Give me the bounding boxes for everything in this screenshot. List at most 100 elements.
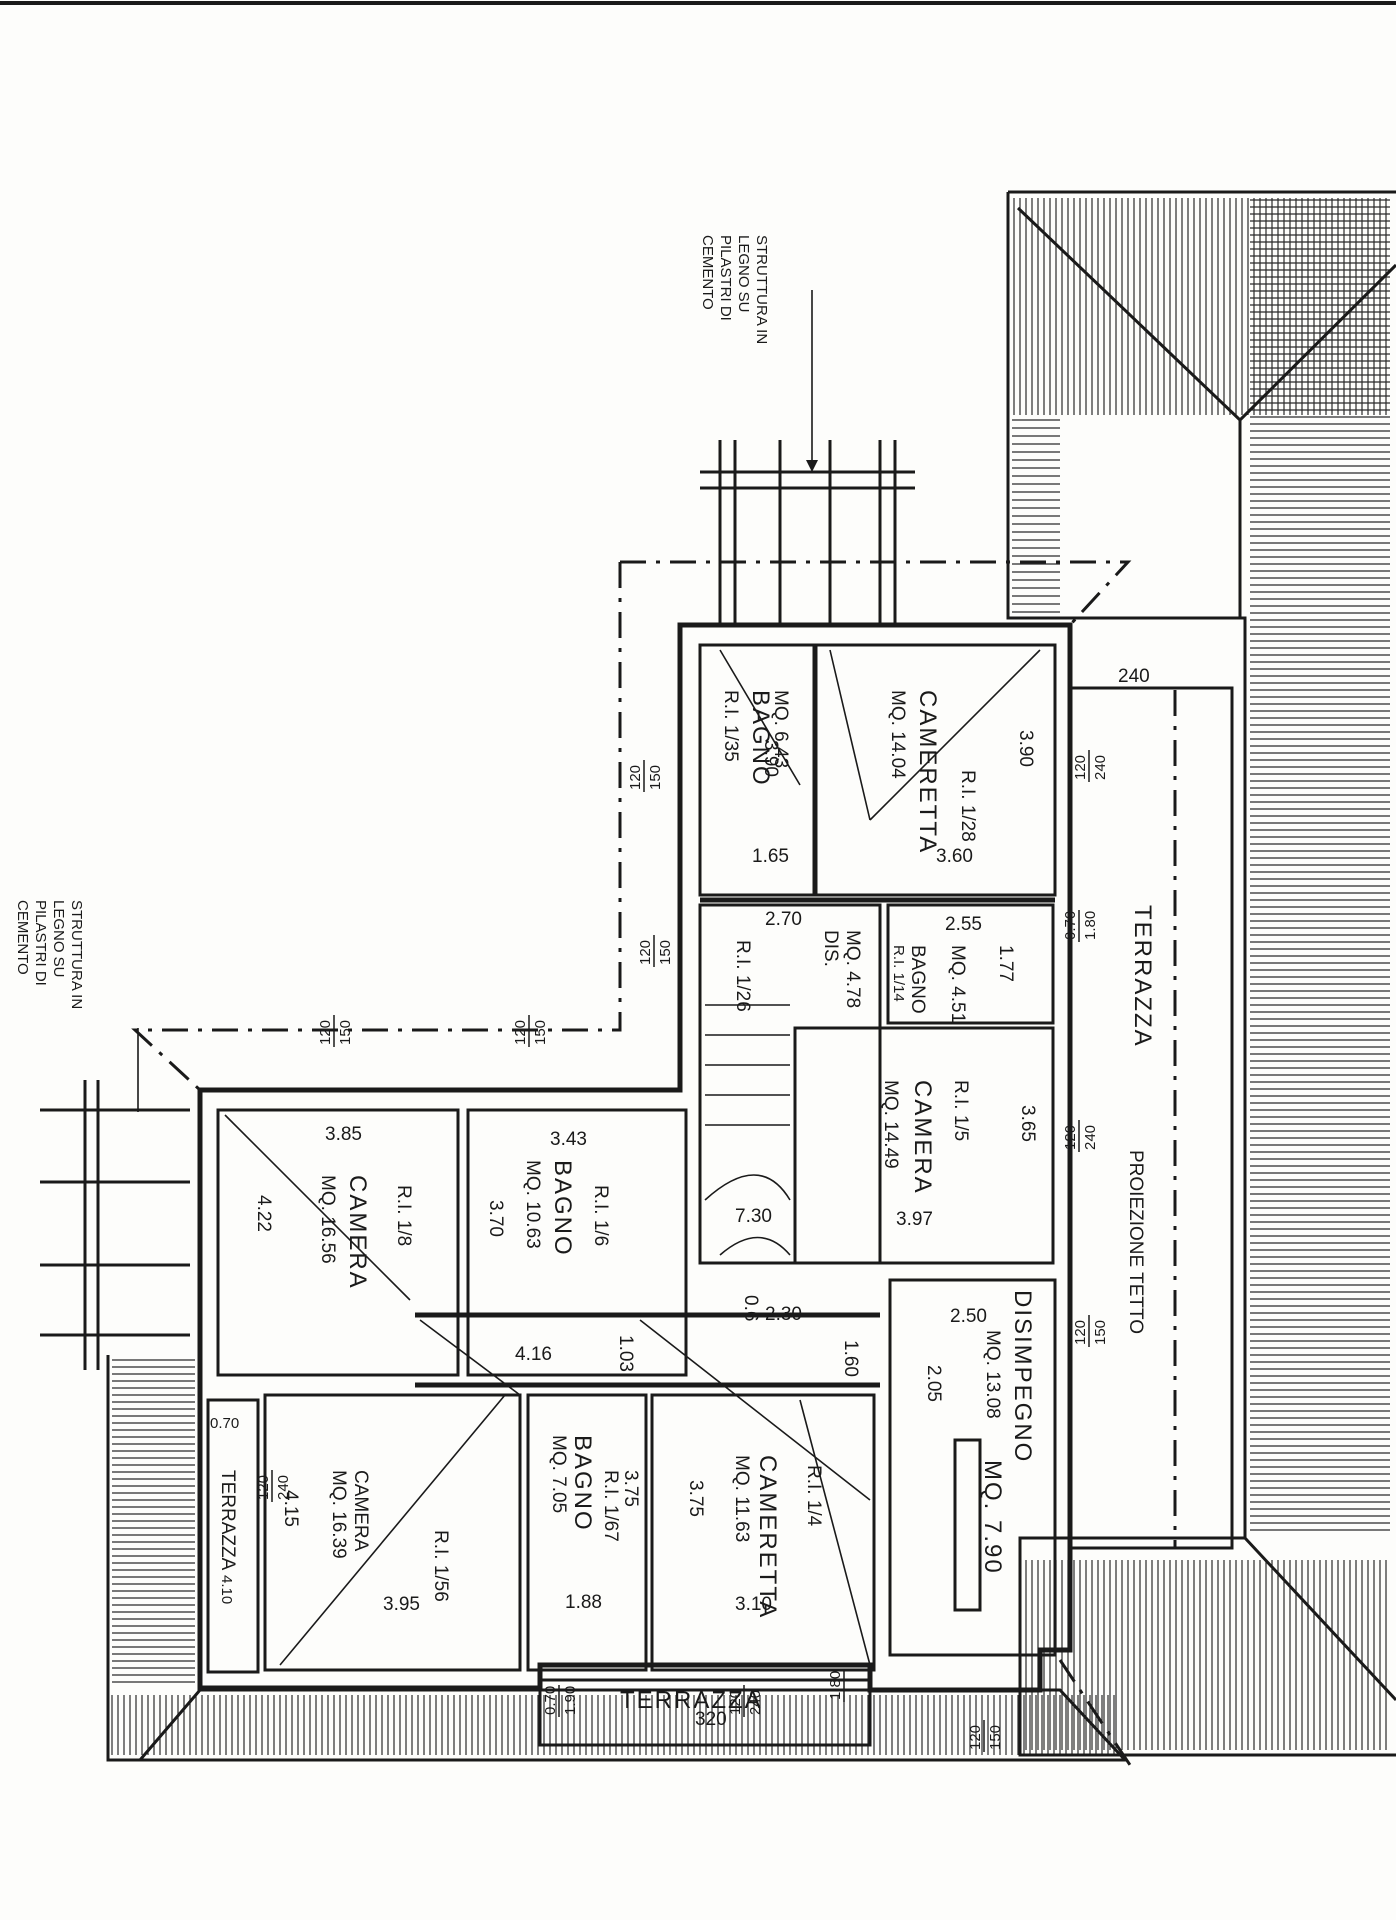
room-name: CAMERA [909,1080,936,1195]
opening-top: 120 [967,1725,984,1750]
opening-bottom: 240 [747,1690,764,1715]
room-name: CAMERETTA [914,690,941,854]
room-ri: R.I. 1/4 [803,1465,824,1527]
note-line: LEGNO SU [50,900,67,978]
opening-bottom: 150 [657,940,674,965]
projection-line-left [131,562,622,1092]
svg-text:1.03: 1.03 [615,1335,636,1372]
room-mq: MQ. 7.05 [548,1435,569,1513]
staircase [704,1004,791,1256]
terrace-left-dim-a: 0.70 [210,1415,239,1432]
bagno2-frame [886,903,1055,1025]
dim-corridor-length: 4.16 [515,1344,552,1365]
svg-text:4.15: 4.15 [280,1490,301,1527]
room-camera-2: CAMERA MQ. 16.56 R.I. 1/8 [317,1175,414,1290]
room-ri: R.I. 1/28 [957,770,978,842]
dim-bagno4-width: 1.88 [565,1592,602,1613]
opening-top: 120 [1072,755,1089,780]
room-ri: R.I. 1/67 [600,1470,621,1542]
dim-camera1-width: 3.97 [896,1209,933,1230]
room-name: BAGNO [569,1435,596,1532]
room-dis: DIS. MQ. 4.78 R.I. 1/26 [732,930,863,1012]
roof-ridge-bottom [1243,1536,1396,1702]
terrace-right-label: TERRAZZA [1129,905,1156,1048]
room-camera-3: CAMERA MQ. 16.39 R.I. 1/56 [328,1470,451,1602]
opening-top: 120 [637,940,654,965]
room-name: BAGNO [549,1160,576,1257]
dim-bagno3-depth: 3.70 [485,1200,506,1237]
dim-corridor-c: 2.30 [765,1304,802,1325]
room-ri: R.I. 1/26 [732,940,753,1012]
room-camera-1: CAMERA MQ. 14.49 R.I. 1/5 [880,1080,971,1195]
opening-top: 120 [1072,1320,1089,1345]
opening-top: 120 [627,765,644,790]
svg-text:3.65: 3.65 [1017,1105,1038,1142]
room-ri: R.I. 1/56 [430,1530,451,1602]
room-bagno-4: BAGNO MQ. 7.05 R.I. 1/67 [548,1435,621,1542]
opening-bottom: 1.90 [562,1686,579,1715]
room-mq: MQ. 11.63 [731,1455,752,1542]
room-name: CAMERA [350,1470,371,1552]
dim-camera2-depth: 4.22 [253,1195,274,1232]
bagno4-frame [526,1393,648,1672]
svg-text:3.90: 3.90 [760,740,781,777]
opening-bottom: 150 [337,1020,354,1045]
dim-corridor-width: 1.03 [615,1335,636,1372]
cameretta2-frame [650,1393,876,1672]
room-name: DISIMPEGNO [1009,1290,1036,1463]
room-ri: R.I. 1/6 [590,1185,611,1246]
roof-hatch-right [1250,199,1390,1531]
room-mq: MQ. 4.78 [842,930,863,1008]
room-bagno-3: BAGNO MQ. 10.63 R.I. 1/6 [522,1160,611,1257]
opening-top: 120 [727,1690,744,1715]
disimpegno-closet [953,1438,982,1612]
room-cameretta-2: CAMERETTA MQ. 11.63 R.I. 1/4 [731,1455,824,1619]
dim-corridor-d: 0.6 [740,1295,761,1321]
structure-columns-top [700,290,915,625]
roof-hatch-bottom-right [1025,1560,1387,1750]
dim-camera3-width: 3.95 [383,1594,420,1615]
room-name: BAGNO [747,690,774,787]
room-cameretta-1: CAMERETTA MQ. 14.04 R.I. 1/28 [887,690,978,854]
dim-cameretta1-depth: 3.90 [1015,730,1036,767]
dim-bagno1-depth: 3.90 [760,740,781,777]
svg-text:4.22: 4.22 [253,1195,274,1232]
room-ri: R.I. 1/8 [393,1185,414,1246]
opening-bottom: 150 [987,1725,1004,1750]
dim-bagno2-depth: 1.77 [995,945,1016,982]
svg-text:3.90: 3.90 [1015,730,1036,767]
svg-text:1.60: 1.60 [840,1340,861,1377]
terrace-left-dim-b: 4.10 [218,1575,235,1604]
svg-text:TERRAZZA: TERRAZZA [1129,905,1156,1048]
dim-camera1-depth: 3.65 [1017,1105,1038,1142]
camera1-frame [793,1026,1055,1265]
note-line: CEMENTO [699,235,716,310]
room-mq: MQ. 16.56 [317,1175,338,1264]
note-line: CEMENTO [14,900,31,975]
opening-bottom: 240 [275,1475,292,1500]
note-line: LEGNO SU [735,235,752,313]
stair-dis-frame [698,903,882,1265]
room-bagno-2: BAGNO R.I. 1/14 MQ. 4.51 1.77 [890,945,1016,1023]
terrace-right-outline [1068,686,1234,1550]
room-name: CAMERA [344,1175,371,1290]
room-disimpegno: DISIMPEGNO MQ. 13.08 [982,1290,1036,1463]
opening-top: 120 [317,1020,334,1045]
terrace-bottom-dim: 320 [695,1709,727,1730]
roof-hatch-top-right [1012,198,1387,613]
dim-cameretta2-width: 3.10 [735,1594,772,1615]
dim-camera2-width: 3.85 [325,1124,362,1145]
svg-text:3.75: 3.75 [685,1480,706,1517]
terrace-bottom-label: TERRAZZA [620,1687,763,1714]
opening-bottom: 240 [1082,1125,1099,1150]
bagno3-frame [466,1108,688,1377]
